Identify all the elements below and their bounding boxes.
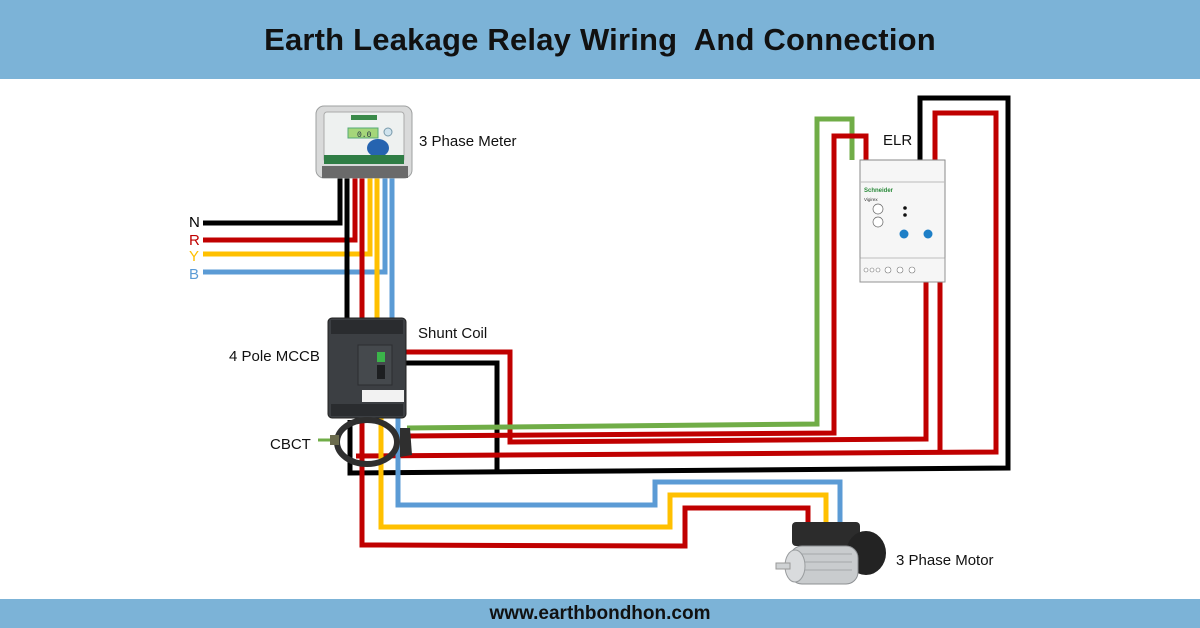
lead-label-r: R: [189, 232, 200, 249]
page-title: Earth Leakage Relay Wiring And Connectio…: [264, 21, 936, 57]
wire-cbct-red: [406, 133, 869, 439]
wire-elr-supply-black: [347, 95, 1011, 476]
wire-shunt-red: [400, 270, 929, 445]
motor-label: 3 Phase Motor: [896, 552, 994, 569]
elr-brand: Schneider: [864, 188, 894, 194]
three-phase-motor: [775, 522, 886, 585]
cbct: [318, 417, 412, 467]
elr-label: ELR: [883, 132, 912, 149]
lead-label-y: Y: [189, 248, 199, 265]
wire-motor-yellow: [378, 408, 829, 530]
mccb-label: 4 Pole MCCB: [229, 348, 320, 365]
wire-elr-supply-red: [355, 110, 999, 459]
wire-supply-n: [203, 178, 343, 226]
title-banner: Earth Leakage Relay Wiring And Connectio…: [0, 0, 1200, 79]
meter-label: 3 Phase Meter: [419, 133, 517, 150]
wire-cbct-green: [406, 116, 855, 431]
elr-model: Vigirex: [864, 197, 878, 202]
cbct-label: CBCT: [270, 436, 311, 453]
wire-supply-r: [203, 178, 358, 243]
three-phase-meter: 0.0: [315, 105, 413, 179]
four-pole-mccb: [327, 317, 407, 419]
wire-motor-red: [359, 408, 811, 549]
website-url: www.earthbondhon.com: [489, 602, 711, 624]
lead-label-b: B: [189, 266, 199, 283]
wire-supply-b: [203, 178, 388, 275]
wire-motor-blue: [395, 408, 843, 525]
wire-supply-y: [203, 178, 373, 257]
footer-banner: www.earthbondhon.com: [0, 599, 1200, 628]
meter-display: 0.0: [357, 131, 372, 140]
shunt-coil-label: Shunt Coil: [418, 325, 487, 342]
lead-label-n: N: [189, 214, 200, 231]
earth-leakage-relay: Schneider Vigirex: [859, 159, 946, 283]
